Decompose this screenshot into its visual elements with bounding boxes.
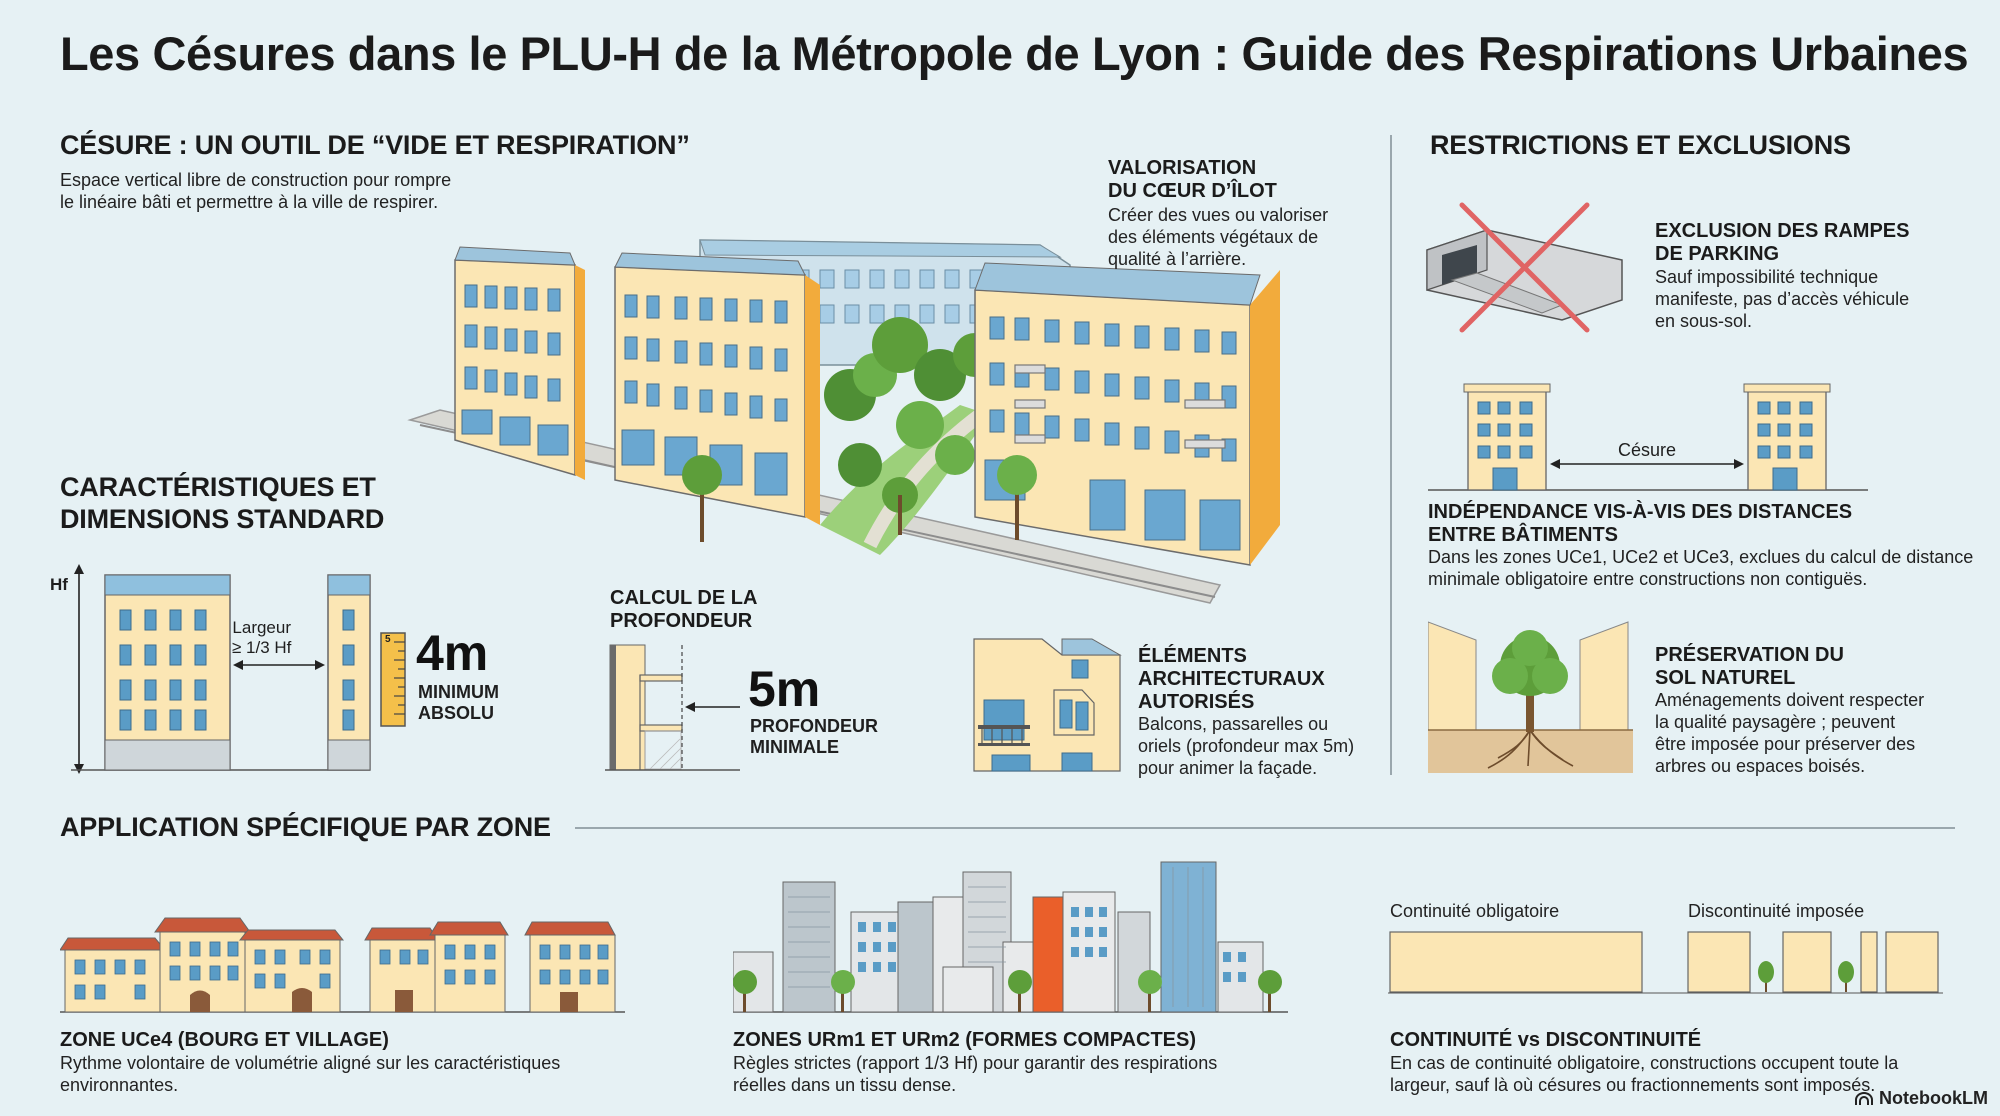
- urm-body: Règles strictes (rapport 1/3 Hf) pour ga…: [733, 1053, 1218, 1095]
- parking-ramp-illustration: [1426, 202, 1623, 333]
- discontinuity-label: Discontinuité imposée: [1688, 901, 1865, 921]
- elements-heading: ÉLÉMENTS ARCHITECTURAUX AUTORISÉS: [1138, 645, 1325, 713]
- section-divider: [1390, 135, 1392, 775]
- independance-body: Dans les zones UCe1, UCe2 et UCe3, exclu…: [1428, 547, 1974, 589]
- profondeur-heading: CALCUL DE LA PROFONDEUR: [610, 587, 758, 632]
- depth-value: 5m: [748, 661, 821, 717]
- caracteristiques-heading: CARACTÉRISTIQUES ET DIMENSIONS STANDARD: [60, 472, 385, 534]
- parking-body: Sauf impossibilité technique manifeste, …: [1655, 267, 1910, 331]
- notebooklm-brand: NotebookLM: [1855, 1088, 1988, 1109]
- largeur-label: Largeur ≥ 1/3 Hf: [232, 618, 292, 658]
- cesure-description: Espace vertical libre de construction po…: [60, 170, 452, 212]
- cesure-label: Césure: [1618, 440, 1677, 460]
- notebooklm-logo-icon: [1855, 1091, 1873, 1105]
- elements-body: Balcons, passarelles ou oriels (profonde…: [1138, 714, 1355, 778]
- courtyard-trees: [820, 317, 997, 555]
- street-trees: [682, 455, 1037, 542]
- restrictions-heading: RESTRICTIONS ET EXCLUSIONS: [1430, 130, 1851, 160]
- continuite-heading: CONTINUITÉ vs DISCONTINUITÉ: [1390, 1029, 1702, 1051]
- cross-icon: [1459, 202, 1590, 333]
- sol-heading: PRÉSERVATION DU SOL NATUREL: [1655, 644, 1844, 689]
- sol-body: Aménagements doivent respecter la qualit…: [1655, 690, 1925, 776]
- uce4-body: Rythme volontaire de volumétrie aligné s…: [60, 1053, 561, 1095]
- right-building: [974, 262, 1280, 566]
- village-illustration: [60, 917, 625, 1013]
- uce4-heading: ZONE UCe4 (BOURG ET VILLAGE): [60, 1029, 389, 1051]
- width-value-label: MINIMUM ABSOLU: [418, 682, 499, 723]
- cesure-illustration: [407, 239, 1280, 604]
- dense-city-illustration: [733, 861, 1288, 1013]
- distance-diagram: [1428, 383, 1868, 491]
- ruler-mark: 5: [385, 634, 391, 645]
- left-building: [454, 246, 585, 480]
- application-heading: APPLICATION SPÉCIFIQUE PAR ZONE: [60, 812, 551, 842]
- valorisation-body: Créer des vues ou valoriser des éléments…: [1108, 205, 1329, 269]
- parking-heading: EXCLUSION DES RAMPES DE PARKING: [1655, 220, 1910, 265]
- continuity-label: Continuité obligatoire: [1390, 901, 1560, 921]
- natural-soil-illustration: [1428, 621, 1633, 773]
- architectural-elements-illustration: [973, 638, 1122, 772]
- urm-heading: ZONES URm1 ET URm2 (FORMES COMPACTES): [733, 1029, 1196, 1051]
- profondeur-diagram: [605, 644, 740, 771]
- continuite-body: En cas de continuité obligatoire, constr…: [1390, 1053, 1899, 1095]
- middle-building: [614, 252, 820, 525]
- valorisation-heading: VALORISATION DU CŒUR D’ÎLOT: [1108, 157, 1277, 202]
- application-divider: [575, 827, 1955, 829]
- width-value: 4m: [416, 625, 489, 681]
- hf-label: Hf: [50, 575, 68, 594]
- ruler-icon: [380, 632, 406, 727]
- depth-value-label: PROFONDEUR MINIMALE: [750, 716, 879, 757]
- cesure-heading: CÉSURE : UN OUTIL DE “VIDE ET RESPIRATIO…: [60, 130, 690, 160]
- page-title: Les Césures dans le PLU-H de la Métropol…: [60, 27, 1969, 80]
- continuity-diagram: [1388, 931, 1943, 994]
- independance-heading: INDÉPENDANCE VIS-À-VIS DES DISTANCES ENT…: [1428, 501, 1853, 546]
- dimensions-diagram: [71, 564, 371, 774]
